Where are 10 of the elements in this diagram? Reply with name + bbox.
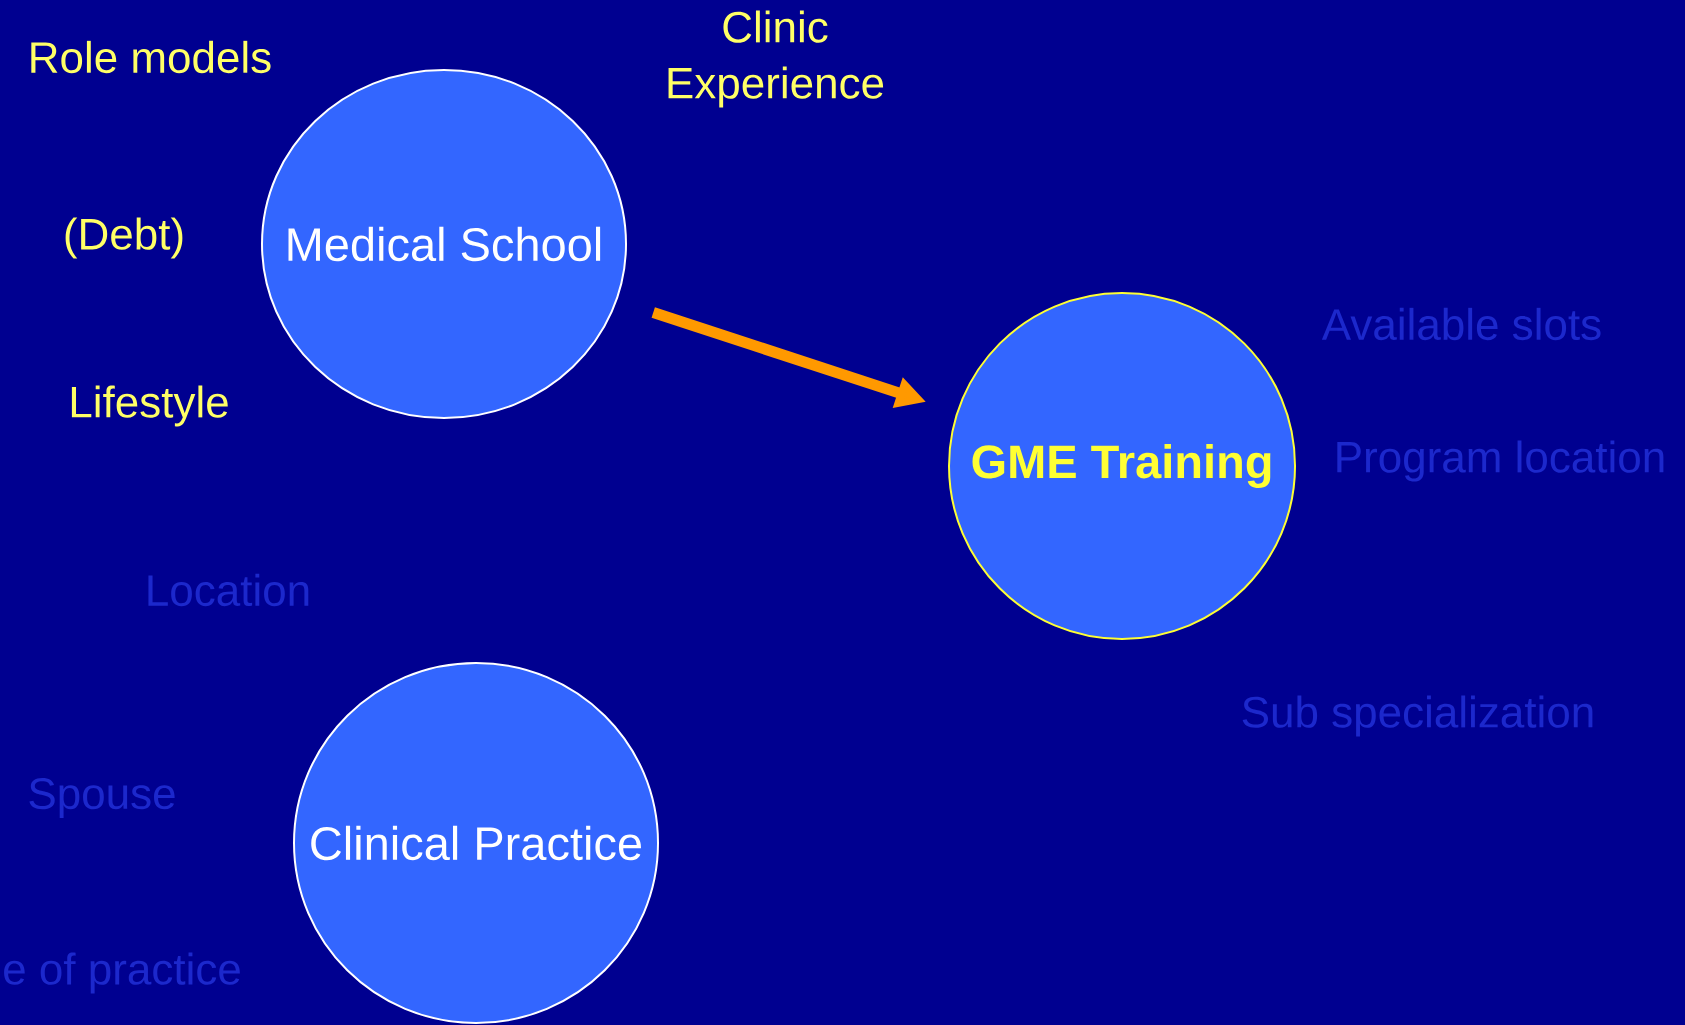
label-text: Location	[148, 573, 309, 607]
label-text: Clinic Experience	[668, 10, 884, 108]
label-text: Spouse	[29, 778, 175, 818]
label-text: Lifestyle	[71, 385, 228, 427]
circle-node: GME Training	[948, 292, 1296, 640]
circle-node: Clinical Practice	[293, 662, 659, 1024]
label-text: Program location	[1337, 440, 1664, 482]
label-text: e of practice	[4, 952, 240, 994]
label-text: (Debt)	[65, 217, 183, 259]
label-text: Sub specialization	[1242, 695, 1593, 737]
